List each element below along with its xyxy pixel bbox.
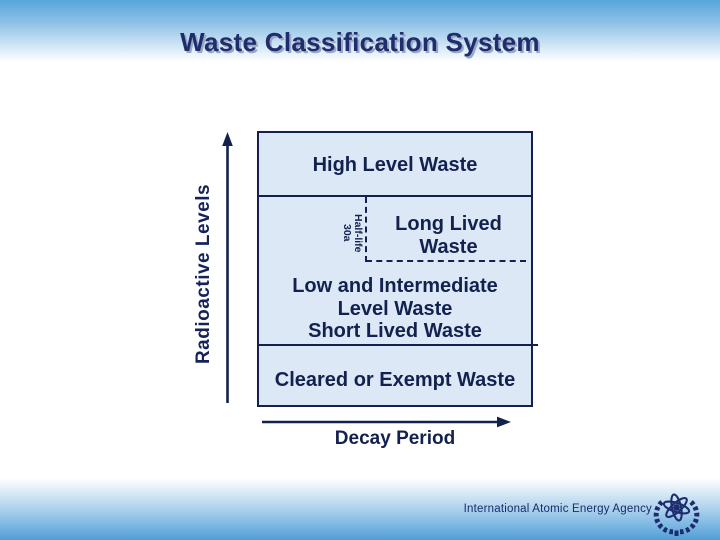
x-axis-arrow [262, 416, 511, 428]
top-gradient-band [0, 0, 720, 62]
iaea-logo-icon [653, 493, 700, 536]
dashed-boundary-horizontal [366, 260, 526, 262]
x-axis-label: Decay Period [334, 428, 456, 449]
waste-classification-chart: High Level Waste Half-life 30a Long Live… [257, 131, 538, 407]
page-title: Waste Classification System [180, 27, 540, 57]
region-low-intermediate-waste: Low and Intermediate Level Waste Short L… [292, 275, 498, 342]
y-axis-label: Radioactive Levels [193, 183, 214, 365]
footer-agency-name: International Atomic Energy Agency [463, 503, 652, 515]
y-axis-arrow [222, 132, 233, 403]
divider-cleared [257, 344, 538, 346]
half-life-annotation: Half-life 30a [341, 213, 364, 253]
region-cleared-exempt-waste: Cleared or Exempt Waste [274, 369, 516, 391]
bottom-gradient-band [0, 478, 720, 540]
dashed-boundary-vertical [365, 197, 367, 262]
region-high-level-waste: High Level Waste [312, 153, 478, 176]
region-long-lived-waste: Long Lived Waste [395, 213, 502, 258]
divider-high-level [259, 195, 531, 197]
